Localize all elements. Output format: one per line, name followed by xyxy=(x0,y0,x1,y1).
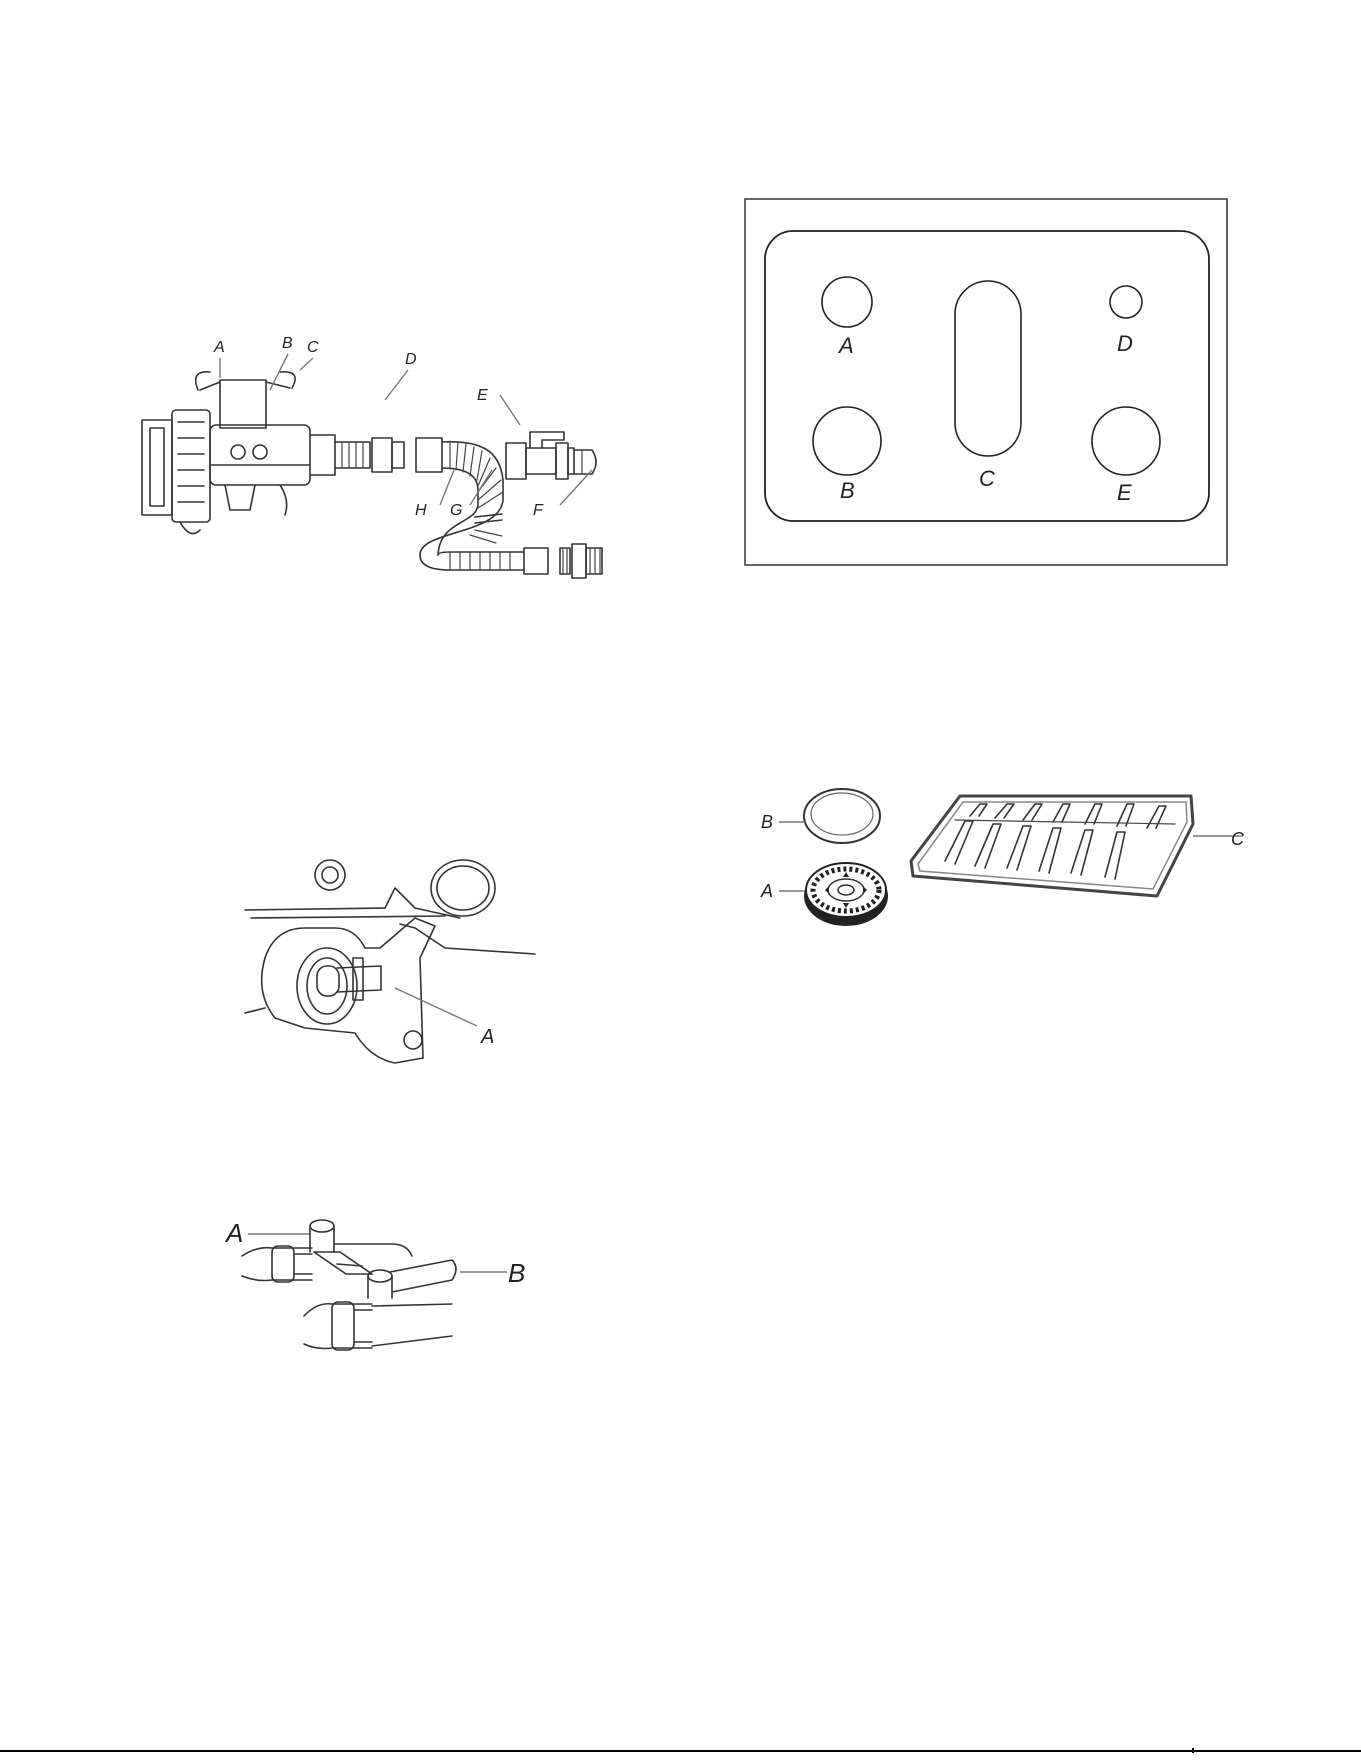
burner-d xyxy=(1110,286,1142,318)
gas-pipe-f xyxy=(574,450,596,474)
label-c: C xyxy=(307,339,319,356)
label-b: B xyxy=(840,478,855,503)
label-a: A xyxy=(480,1026,494,1048)
shutoff-valve-e xyxy=(506,432,574,479)
burner-a xyxy=(822,277,872,327)
shutoff-valves-figure: A B xyxy=(222,1216,542,1366)
label-d: D xyxy=(1117,331,1133,356)
label-b: B xyxy=(282,335,293,352)
valve-a-closed xyxy=(242,1220,412,1282)
label-c-visible: C xyxy=(1231,829,1245,849)
label-g: G xyxy=(450,502,462,519)
label-a: A xyxy=(760,881,773,901)
burner-c xyxy=(955,281,1021,456)
valve-e-and-pipe-f xyxy=(480,370,660,570)
burner-cap-b xyxy=(804,789,880,843)
label-h: H xyxy=(415,502,427,519)
shutoff-lever xyxy=(317,958,381,1000)
burner-base-a xyxy=(804,863,888,926)
cooktop-layout-figure: A B C D E xyxy=(744,198,1228,566)
label-a: A xyxy=(224,1218,243,1248)
label-c: C xyxy=(979,466,995,491)
label-b: B xyxy=(761,812,773,832)
burner-b xyxy=(813,407,881,475)
label-a: A xyxy=(837,333,854,358)
label-d: D xyxy=(405,351,417,368)
burner-e xyxy=(1092,407,1160,475)
cooking-grate-c xyxy=(911,796,1193,896)
regulator-lever-figure: A xyxy=(245,858,535,1088)
label-e: E xyxy=(1117,480,1132,505)
page-footer-mark xyxy=(1192,1748,1194,1753)
label-a: A xyxy=(213,339,225,356)
figure-frame xyxy=(745,199,1227,565)
grate-burner-figure: B A C C xyxy=(755,776,1255,976)
valve-b-open xyxy=(304,1260,456,1350)
page-footer-rule xyxy=(0,1750,1361,1752)
label-b: B xyxy=(508,1258,525,1288)
